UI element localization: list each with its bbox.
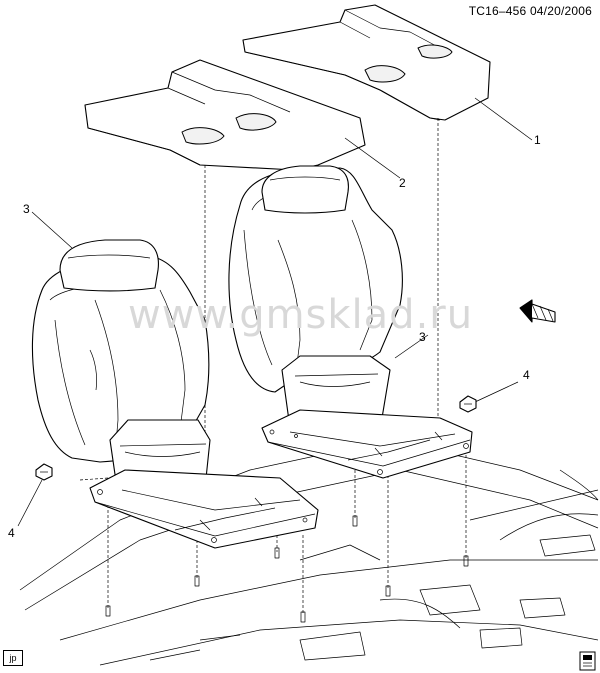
alignment-lines bbox=[41, 118, 467, 615]
floor-studs bbox=[105, 515, 469, 623]
nut-part-4-right bbox=[459, 395, 477, 413]
panel-part-1 bbox=[242, 4, 491, 121]
panel-part-2 bbox=[84, 59, 366, 171]
seat-left bbox=[31, 239, 319, 549]
corner-logo-icon bbox=[579, 651, 596, 671]
seat-right bbox=[228, 165, 473, 479]
callout-1: 1 bbox=[534, 133, 541, 147]
direction-arrow-icon bbox=[519, 299, 556, 323]
floor-pan bbox=[19, 439, 599, 666]
callout-4-left: 4 bbox=[8, 526, 15, 540]
callout-4-right: 4 bbox=[523, 368, 530, 382]
callout-3-right: 3 bbox=[419, 330, 426, 344]
callout-2: 2 bbox=[399, 176, 406, 190]
callout-3-left: 3 bbox=[23, 202, 30, 216]
drawing-code: TC16–456 04/20/2006 bbox=[468, 4, 592, 18]
nut-part-4-left bbox=[35, 463, 53, 481]
leader-lines bbox=[17, 97, 533, 527]
footer-tag: jp bbox=[3, 650, 23, 666]
